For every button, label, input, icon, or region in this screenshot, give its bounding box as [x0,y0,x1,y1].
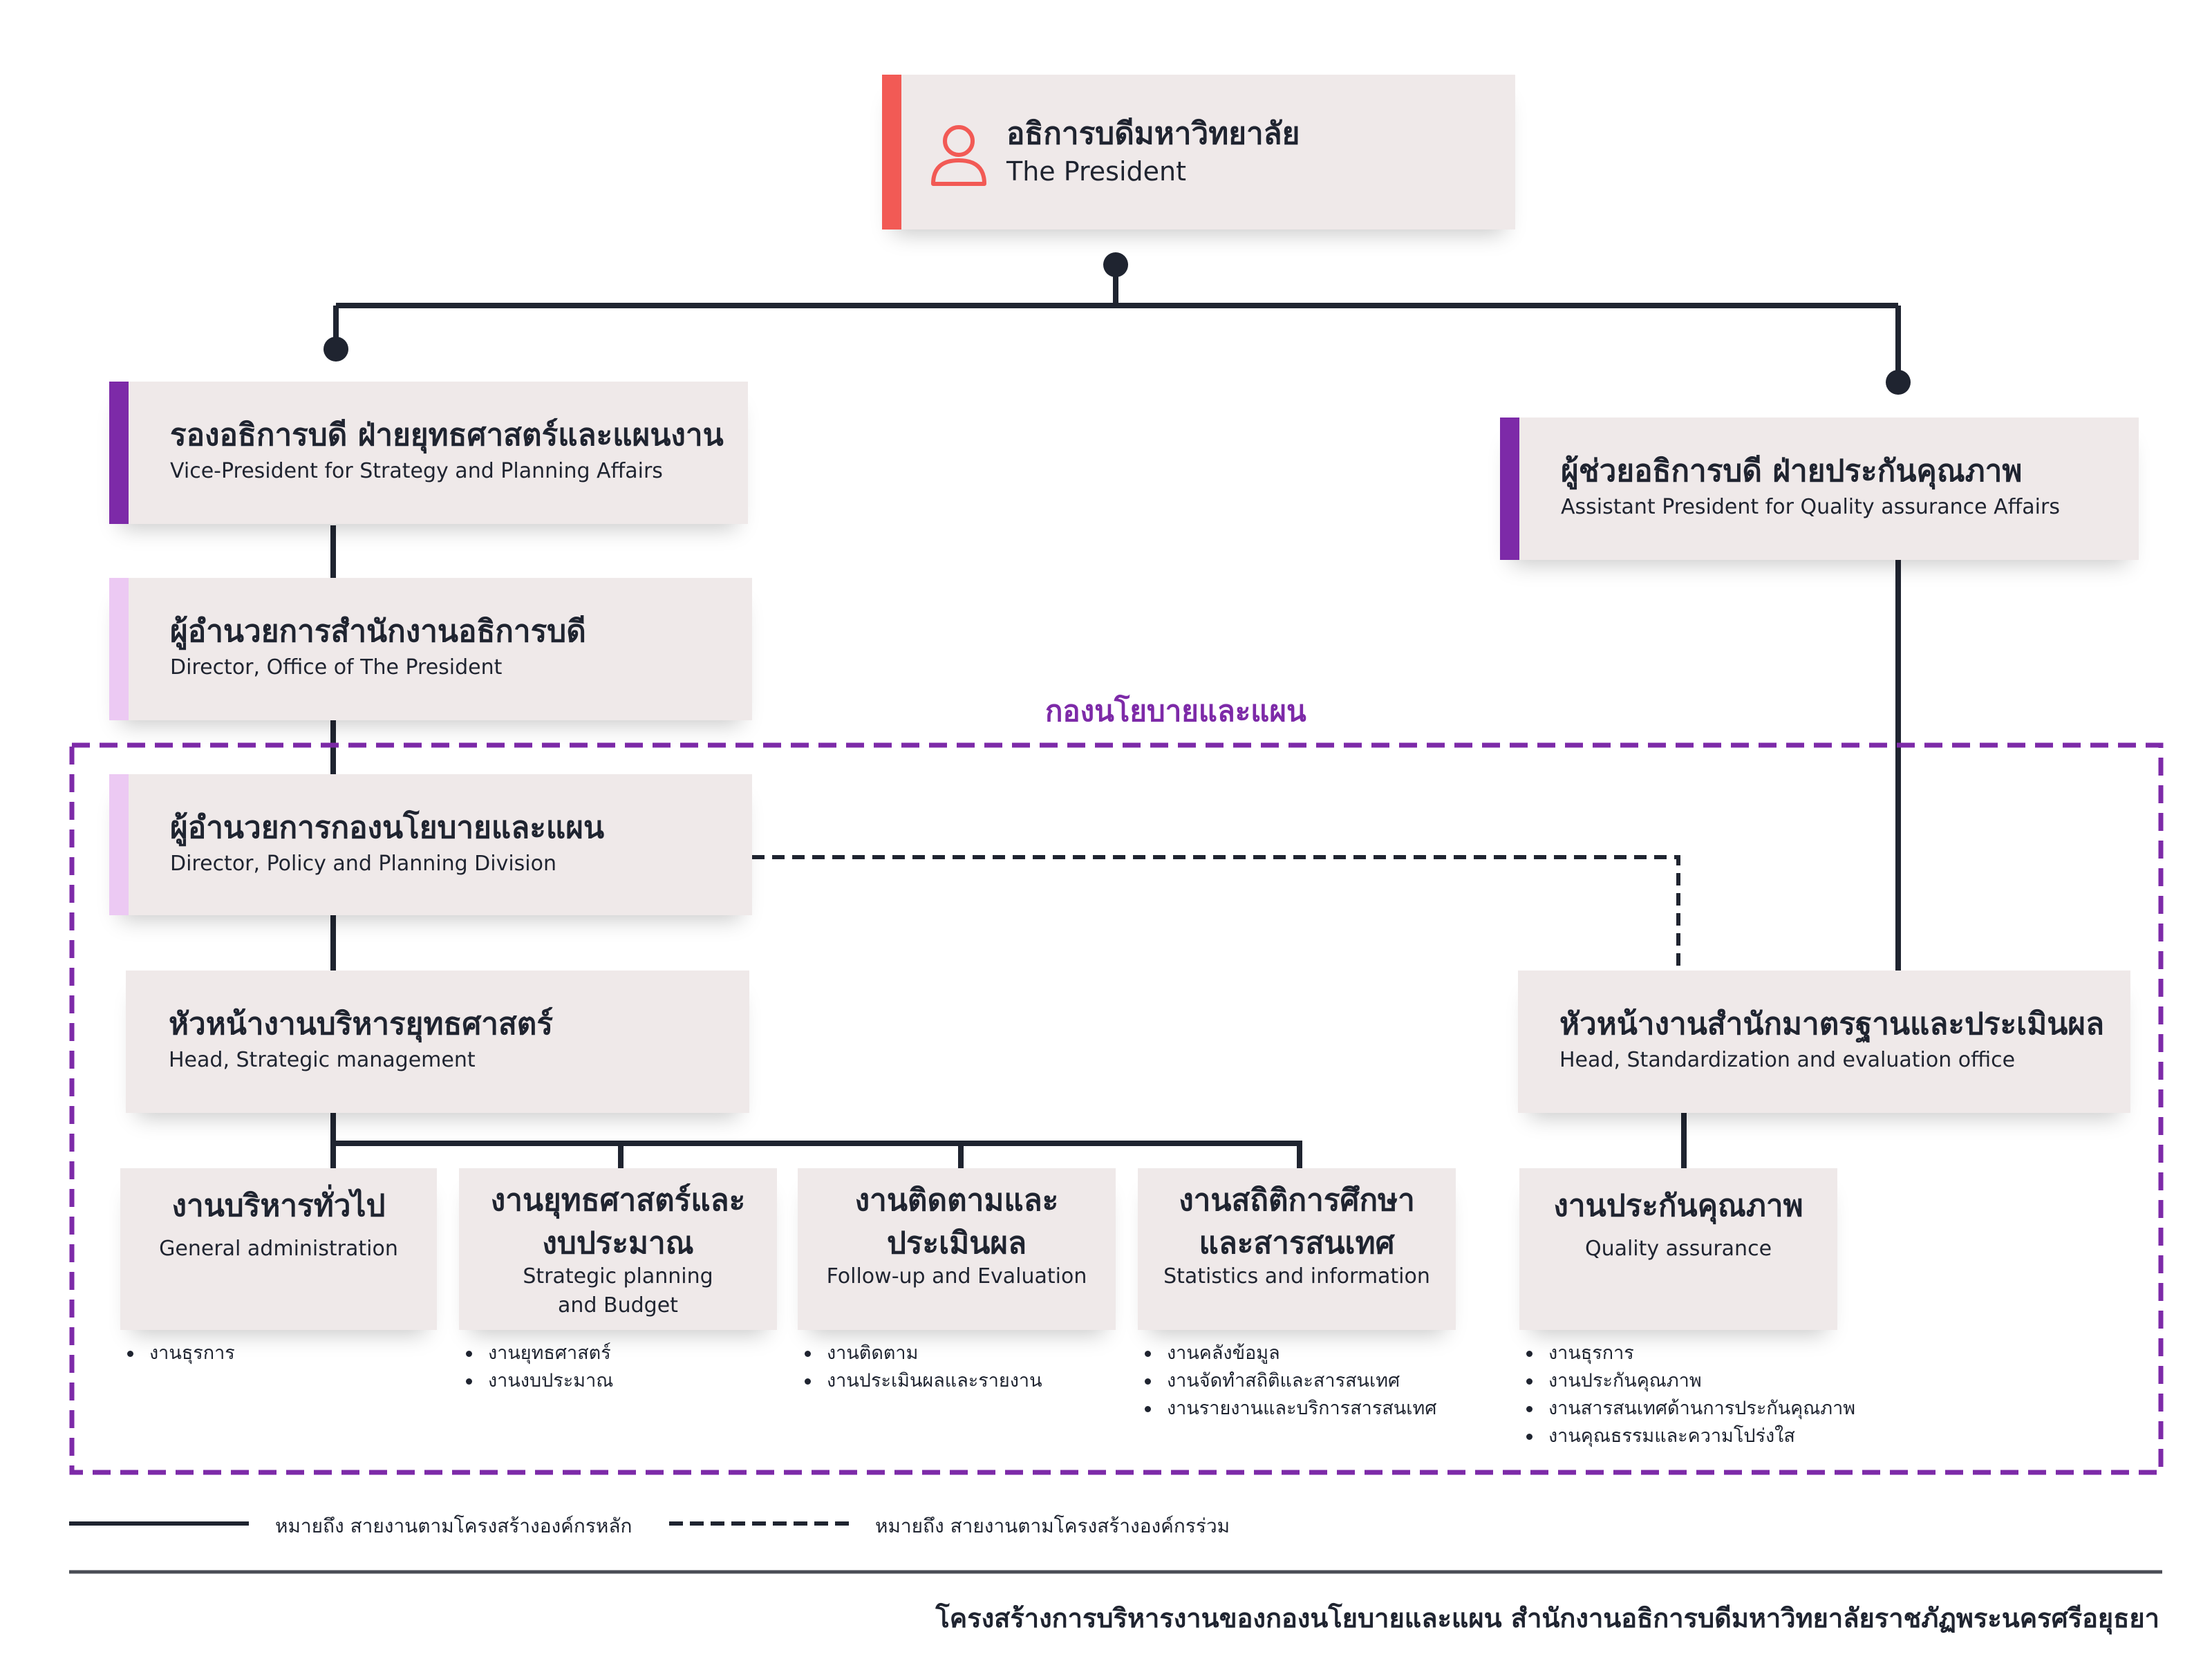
unit-title-en: General administration [159,1237,398,1261]
list-item: งานธุรการ [1521,1340,1855,1367]
list-item: งานติดตาม [799,1340,1042,1367]
unit-box-follow-up: งานติดตามและประเมินผล Follow-up and Eval… [798,1168,1116,1330]
footer-title: โครงสร้างการบริหารงานของกองนโยบายและแผน … [935,1603,2159,1633]
legend-dashed-label: หมายถึง สายงานตามโครงสร้างองค์กรร่วม [875,1515,1230,1537]
list-item: งานประเมินผลและรายงาน [799,1367,1042,1395]
list-item: งานยุทธศาสตร์ [460,1340,613,1367]
list-item: งานประกันคุณภาพ [1521,1367,1855,1395]
assistant-president-title-th: ผู้ช่วยอธิการบดี ฝ่ายประกันคุณภาพ [1561,453,2023,489]
accent-bar [882,75,901,229]
director-office-title-en: Director, Office of The President [170,655,503,679]
head-strategic-title-en: Head, Strategic management [169,1048,476,1072]
head-strategic-box: หัวหน้างานบริหารยุทธศาสตร์ Head, Strateg… [126,971,749,1113]
unit-title-th: งานยุทธศาสตร์และงบประมาณ [490,1183,746,1261]
assistant-president-box: ผู้ช่วยอธิการบดี ฝ่ายประกันคุณภาพ Assist… [1500,418,2139,560]
list-item: งานธุรการ [122,1340,235,1367]
unit-title-th: งานประกันคุณภาพ [1553,1188,1803,1224]
director-office-box: ผู้อำนวยการสำนักงานอธิการบดี Director, O… [109,578,752,720]
head-standard-title-en: Head, Standardization and evaluation off… [1559,1048,2016,1072]
president-title-en: The President [1006,156,1187,187]
accent-bar [109,382,129,524]
unit-title-en: Strategic planning and Budget [523,1264,713,1318]
list-item: งานรายงานและบริการสารสนเทศ [1139,1395,1436,1423]
unit-title-en: Statistics and information [1163,1264,1430,1288]
unit-task-list: งานธุรการ งานประกันคุณภาพ งานสารสนเทศด้า… [1521,1340,1855,1450]
unit-title-th: งานติดตามและประเมินผล [854,1183,1059,1261]
assistant-president-title-en: Assistant President for Quality assuranc… [1561,495,2060,519]
accent-bar [109,578,129,720]
unit-task-list: งานธุรการ [122,1340,235,1367]
list-item: งานงบประมาณ [460,1367,613,1395]
head-strategic-title-th: หัวหน้างานบริหารยุทธศาสตร์ [169,1006,554,1042]
vp-strategy-title-th: รองอธิการบดี ฝ่ายยุทธศาสตร์และแผนงาน [170,418,724,453]
president-box: อธิการบดีมหาวิทยาลัย The President [882,75,1515,229]
division-label: กองนโยบายและแผน [1045,694,1306,728]
vp-strategy-box: รองอธิการบดี ฝ่ายยุทธศาสตร์และแผนงาน Vic… [109,382,748,524]
unit-task-list: งานติดตาม งานประเมินผลและรายงาน [799,1340,1042,1395]
unit-title-en: Follow-up and Evaluation [826,1264,1087,1288]
accent-bar [1500,418,1519,560]
director-division-title-en: Director, Policy and Planning Division [170,852,557,876]
unit-box-quality-assurance: งานประกันคุณภาพ Quality assurance [1519,1168,1837,1330]
director-office-title-th: ผู้อำนวยการสำนักงานอธิการบดี [170,614,586,649]
director-division-title-th: ผู้อำนวยการกองนโยบายและแผน [170,810,605,845]
unit-box-strategic-budget: งานยุทธศาสตร์และงบประมาณ Strategic plann… [459,1168,777,1330]
list-item: งานสารสนเทศด้านการประกันคุณภาพ [1521,1395,1855,1423]
list-item: งานคลังข้อมูล [1139,1340,1436,1367]
president-title-th: อธิการบดีมหาวิทยาลัย [1006,116,1300,151]
head-standard-title-th: หัวหน้างานสำนักมาตรฐานและประเมินผล [1559,1006,2105,1042]
list-item: งานคุณธรรมและความโปร่งใส [1521,1423,1855,1450]
person-icon [931,125,986,186]
unit-box-general-administration: งานบริหารทั่วไป General administration [120,1168,437,1330]
unit-title-th: งานสถิติการศึกษาและสารสนเทศ [1179,1183,1415,1261]
director-division-box: ผู้อำนวยการกองนโยบายและแผน Director, Pol… [109,774,752,915]
unit-task-list: งานยุทธศาสตร์ งานงบประมาณ [460,1340,613,1395]
unit-task-list: งานคลังข้อมูล งานจัดทำสถิติและสารสนเทศ ง… [1139,1340,1436,1423]
unit-title-en: Quality assurance [1584,1237,1772,1261]
vp-strategy-title-en: Vice-President for Strategy and Planning… [170,459,663,483]
accent-bar [109,774,129,915]
list-item: งานจัดทำสถิติและสารสนเทศ [1139,1367,1436,1395]
head-standard-box: หัวหน้างานสำนักมาตรฐานและประเมินผล Head,… [1518,971,2130,1113]
legend-solid-label: หมายถึง สายงานตามโครงสร้างองค์กรหลัก [275,1515,632,1537]
unit-box-statistics: งานสถิติการศึกษาและสารสนเทศ Statistics a… [1138,1168,1456,1330]
unit-title-th: งานบริหารทั่วไป [171,1188,386,1224]
